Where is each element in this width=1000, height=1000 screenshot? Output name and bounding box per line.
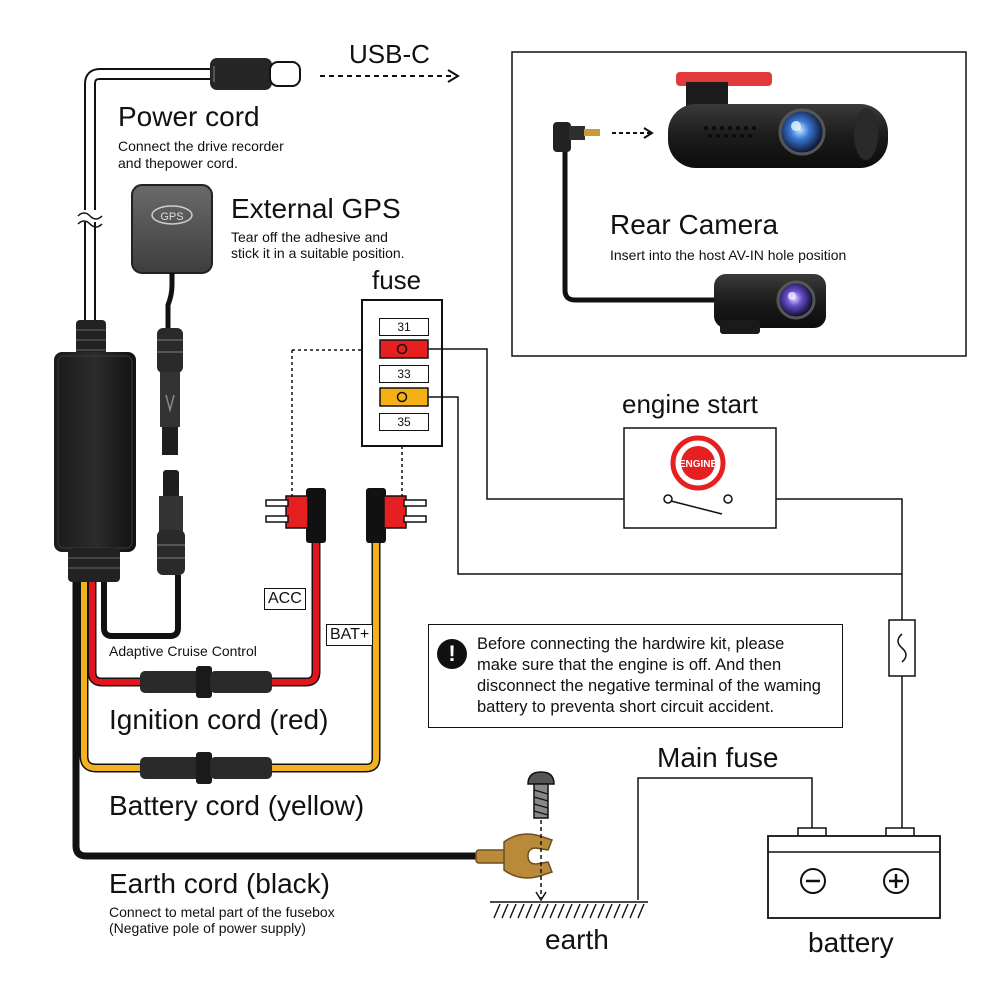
rear-camera bbox=[714, 274, 826, 334]
fuse-slot-31: 31 bbox=[379, 318, 429, 336]
dash-camera bbox=[668, 72, 888, 168]
acc-caption: Adaptive Cruise Control bbox=[109, 643, 257, 659]
battery-label: battery bbox=[808, 927, 894, 958]
earth-label: earth bbox=[545, 924, 609, 955]
fuse-slot-35: 35 bbox=[379, 413, 429, 431]
power-cord-desc-1: Connect the drive recorder bbox=[118, 138, 284, 154]
fuse-tap-bat bbox=[366, 398, 427, 543]
circuit-lines bbox=[428, 348, 903, 900]
rear-camera-desc: Insert into the host AV-IN hole position bbox=[610, 247, 847, 263]
converter-box bbox=[54, 352, 136, 582]
earth-cord-desc-1: Connect to metal part of the fusebox bbox=[109, 904, 335, 920]
inline-fuse-battery bbox=[140, 752, 272, 784]
inline-fuse-symbol bbox=[888, 619, 916, 677]
wire-earth-black bbox=[72, 582, 478, 860]
usb-arrow bbox=[320, 69, 460, 83]
ground-symbol bbox=[490, 901, 648, 919]
screw bbox=[527, 771, 555, 902]
rear-camera-title: Rear Camera bbox=[610, 209, 779, 240]
warning-line-1: Before connecting the hardwire kit, plea… bbox=[477, 635, 785, 653]
gps-desc-2: stick it in a suitable position. bbox=[231, 245, 405, 261]
battery bbox=[767, 827, 941, 919]
gps-desc-1: Tear off the adhesive and bbox=[231, 229, 388, 245]
warning-line-3: disconnect the negative terminal of the … bbox=[477, 677, 821, 695]
inline-fuse-ignition bbox=[140, 666, 272, 698]
wire-battery-yellow bbox=[79, 540, 381, 773]
earth-cord-desc-2: (Negative pole of power supply) bbox=[109, 920, 306, 936]
ignition-cord-label: Ignition cord (red) bbox=[109, 704, 329, 735]
usb-c-label: USB-C bbox=[349, 39, 430, 69]
fuse-tap-acc bbox=[265, 349, 402, 543]
battery-cord-label: Battery cord (yellow) bbox=[109, 790, 365, 821]
usb-c-plug bbox=[210, 58, 301, 90]
fuse-title: fuse bbox=[372, 265, 422, 295]
engine-badge: ENGINE bbox=[679, 459, 718, 470]
warning-line-2: make sure that the engine is off. And th… bbox=[477, 656, 782, 674]
gps-badge: GPS bbox=[160, 211, 183, 223]
gps-antenna: GPS bbox=[131, 184, 213, 575]
warning-line-4: battery to preventa short circuit accide… bbox=[477, 698, 775, 716]
fuse-slot-33: 33 bbox=[379, 365, 429, 383]
gps-title: External GPS bbox=[231, 193, 401, 224]
warning-box: ! Before connecting the hardwire kit, pl… bbox=[428, 624, 843, 728]
power-cord-title: Power cord bbox=[118, 101, 260, 132]
wire-ignition-red bbox=[87, 540, 321, 687]
av-plug bbox=[553, 122, 716, 303]
warning-icon: ! bbox=[437, 639, 467, 669]
ring-terminal bbox=[475, 833, 553, 879]
earth-cord-title: Earth cord (black) bbox=[109, 868, 330, 899]
bat-tag: BAT+ bbox=[326, 624, 374, 646]
acc-tag: ACC bbox=[264, 588, 306, 610]
engine-switch: ENGINE bbox=[623, 427, 777, 529]
wire-gps-black bbox=[101, 575, 181, 639]
main-fuse-title: Main fuse bbox=[657, 742, 779, 773]
engine-start-title: engine start bbox=[622, 389, 758, 419]
power-cord-desc-2: and thepower cord. bbox=[118, 155, 238, 171]
power-cord bbox=[76, 68, 216, 360]
